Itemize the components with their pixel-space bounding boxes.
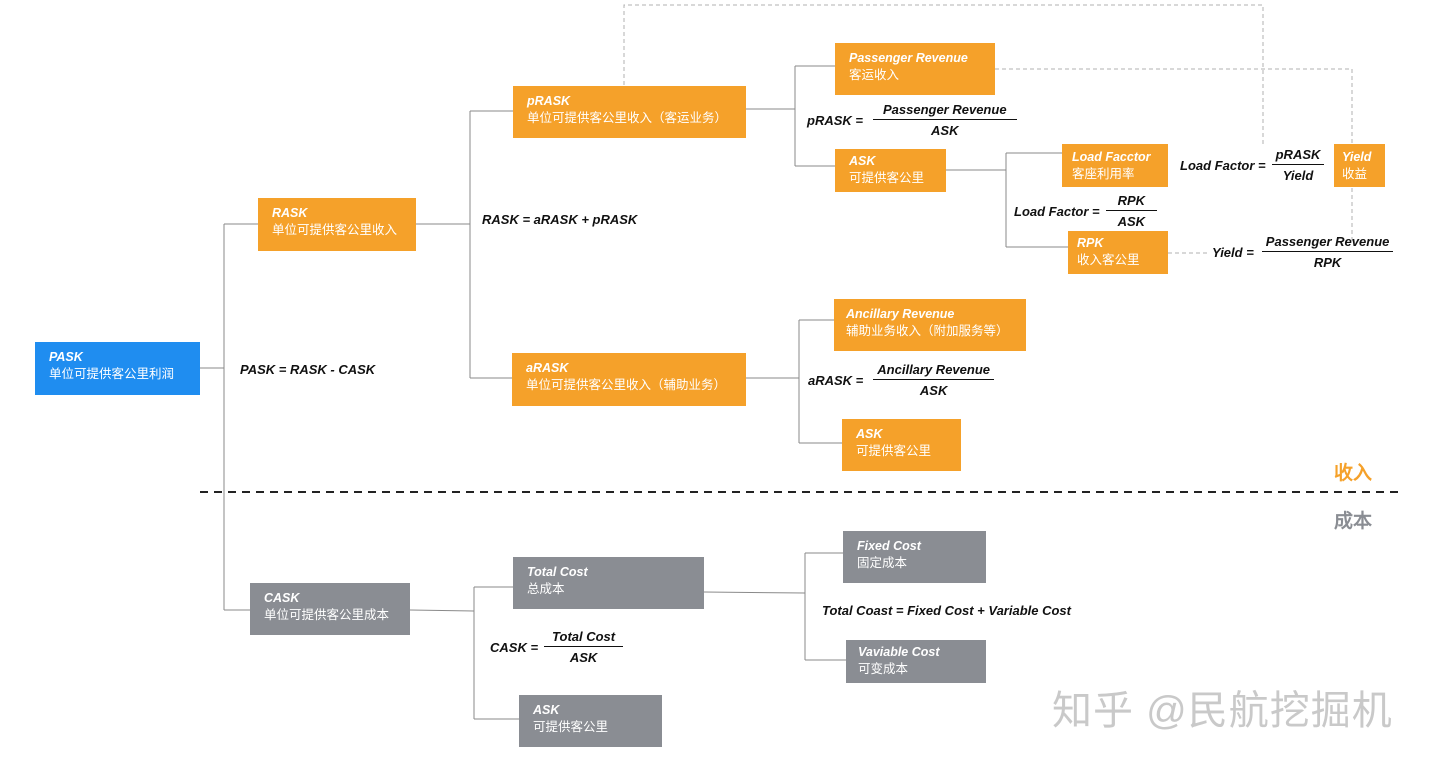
- node-ask-ancillary-title: ASK: [856, 427, 883, 441]
- node-ask-passenger: ASK 可提供客公里: [835, 149, 946, 192]
- node-ancillary-revenue-title: Ancillary Revenue: [846, 307, 955, 321]
- formula-arask-numerator: Ancillary Revenue: [877, 362, 990, 377]
- node-load-factor-title: Load Facctor: [1072, 150, 1151, 164]
- node-fixed-cost-title: Fixed Cost: [857, 539, 921, 553]
- node-ancillary-revenue: Ancillary Revenue 辅助业务收入（附加服务等）: [834, 299, 1026, 351]
- node-prask: pRASK 单位可提供客公里收入（客运业务）: [513, 86, 746, 138]
- formula-rask: RASK = aRASK + pRASK: [482, 212, 638, 227]
- connector-ask-p: [946, 152, 1068, 248]
- node-cask-title: CASK: [264, 591, 300, 605]
- formula-yield-denominator: RPK: [1261, 251, 1394, 270]
- node-prask-title: pRASK: [527, 94, 571, 108]
- node-passenger-revenue-subtitle: 客运收入: [849, 68, 900, 82]
- node-arask-subtitle: 单位可提供客公里收入（辅助业务）: [526, 378, 727, 392]
- watermark: 知乎 @民航挖掘机: [1052, 689, 1393, 733]
- node-rpk-title: RPK: [1077, 236, 1104, 250]
- formula-yield-numerator: Passenger Revenue: [1265, 234, 1390, 249]
- formula-cask-lhs: CASK =: [490, 639, 539, 655]
- connector-pask: [200, 223, 258, 611]
- node-cask-subtitle: 单位可提供客公里成本: [264, 608, 390, 622]
- node-passenger-revenue: Passenger Revenue 客运收入: [835, 43, 995, 95]
- node-arask-title: aRASK: [526, 361, 569, 375]
- node-ask-passenger-title: ASK: [849, 154, 876, 168]
- node-passenger-revenue-title: Passenger Revenue: [849, 51, 968, 65]
- formula-yield: Yield = Passenger Revenue RPK: [1212, 234, 1394, 270]
- connector-arask: [746, 319, 842, 444]
- dashed-link-prask-yield: [623, 4, 1264, 145]
- node-total-cost-subtitle: 总成本: [527, 582, 565, 596]
- node-pask-title: PASK: [49, 350, 83, 364]
- formula-cask-numerator: Total Cost: [552, 629, 616, 644]
- node-yield-title: Yield: [1342, 150, 1372, 164]
- node-ask-cost-title: ASK: [533, 703, 560, 717]
- connector-prask: [746, 65, 835, 167]
- formula-load-factor-rpk-numerator: RPK: [1117, 193, 1146, 208]
- formula-load-factor-rpk-lhs: Load Factor =: [1014, 203, 1100, 219]
- node-ancillary-revenue-subtitle: 辅助业务收入（附加服务等）: [846, 324, 1009, 338]
- formula-arask-lhs: aRASK =: [808, 372, 864, 388]
- node-load-factor-subtitle: 客座利用率: [1072, 167, 1135, 181]
- section-label-cost: 成本: [1334, 511, 1373, 532]
- formula-arask: aRASK = Ancillary Revenue ASK: [808, 362, 994, 398]
- formula-load-factor-yield-lhs: Load Factor =: [1180, 157, 1266, 173]
- formula-prask-lhs: pRASK =: [807, 112, 863, 128]
- node-ask-ancillary: ASK 可提供客公里: [842, 419, 961, 471]
- node-cask: CASK 单位可提供客公里成本: [250, 583, 410, 635]
- formula-load-factor-rpk: Load Factor = RPK ASK: [1014, 193, 1158, 229]
- formula-cask: CASK = Total Cost ASK: [490, 629, 624, 665]
- formula-prask-numerator: Passenger Revenue: [882, 102, 1007, 117]
- formula-prask-denominator: ASK: [872, 119, 1017, 138]
- node-rask: RASK 单位可提供客公里收入: [258, 198, 416, 251]
- node-ask-ancillary-subtitle: 可提供客公里: [856, 444, 932, 458]
- node-pask-subtitle: 单位可提供客公里利润: [49, 367, 175, 381]
- formula-prask: pRASK = Passenger Revenue ASK: [807, 102, 1017, 138]
- formula-yield-lhs: Yield =: [1212, 244, 1254, 260]
- node-arask: aRASK 单位可提供客公里收入（辅助业务）: [512, 353, 746, 406]
- node-pask: PASK 单位可提供客公里利润: [35, 342, 200, 395]
- node-load-factor: Load Facctor 客座利用率: [1062, 144, 1168, 187]
- node-rask-title: RASK: [272, 206, 308, 220]
- connector-cask: [409, 586, 519, 720]
- node-total-cost-title: Total Cost: [527, 565, 588, 579]
- node-ask-passenger-subtitle: 可提供客公里: [849, 171, 925, 185]
- node-fixed-cost: Fixed Cost 固定成本: [843, 531, 986, 583]
- node-prask-subtitle: 单位可提供客公里收入（客运业务）: [527, 111, 728, 125]
- node-rpk-subtitle: 收入客公里: [1077, 253, 1140, 267]
- node-rpk: RPK 收入客公里: [1068, 231, 1168, 274]
- connector-total-cost: [703, 552, 846, 661]
- node-yield-subtitle: 收益: [1342, 167, 1368, 181]
- node-rask-subtitle: 单位可提供客公里收入: [272, 223, 398, 237]
- formula-arask-denominator: ASK: [873, 379, 994, 398]
- node-ask-cost-subtitle: 可提供客公里: [533, 720, 609, 734]
- node-variable-cost-title: Vaviable Cost: [858, 645, 940, 659]
- connector-rask: [416, 110, 513, 379]
- node-total-cost: Total Cost 总成本: [513, 557, 704, 609]
- section-label-income: 收入: [1334, 463, 1373, 484]
- node-variable-cost-subtitle: 可变成本: [858, 662, 909, 676]
- formula-pask: PASK = RASK - CASK: [240, 362, 376, 377]
- node-variable-cost: Vaviable Cost 可变成本: [846, 640, 986, 683]
- formula-load-factor-rpk-denominator: ASK: [1105, 210, 1158, 229]
- dashed-link-revenue-yield: [995, 68, 1353, 244]
- formula-load-factor-yield: Load Factor = pRASK Yield: [1180, 147, 1325, 183]
- formula-load-factor-yield-numerator: pRASK: [1275, 147, 1321, 162]
- node-fixed-cost-subtitle: 固定成本: [857, 556, 908, 570]
- node-ask-cost: ASK 可提供客公里: [519, 695, 662, 747]
- formula-load-factor-yield-denominator: Yield: [1271, 164, 1325, 183]
- node-yield: Yield 收益: [1334, 144, 1385, 187]
- formula-total-cost: Total Coast = Fixed Cost + Variable Cost: [822, 603, 1071, 618]
- formula-cask-denominator: ASK: [544, 646, 624, 665]
